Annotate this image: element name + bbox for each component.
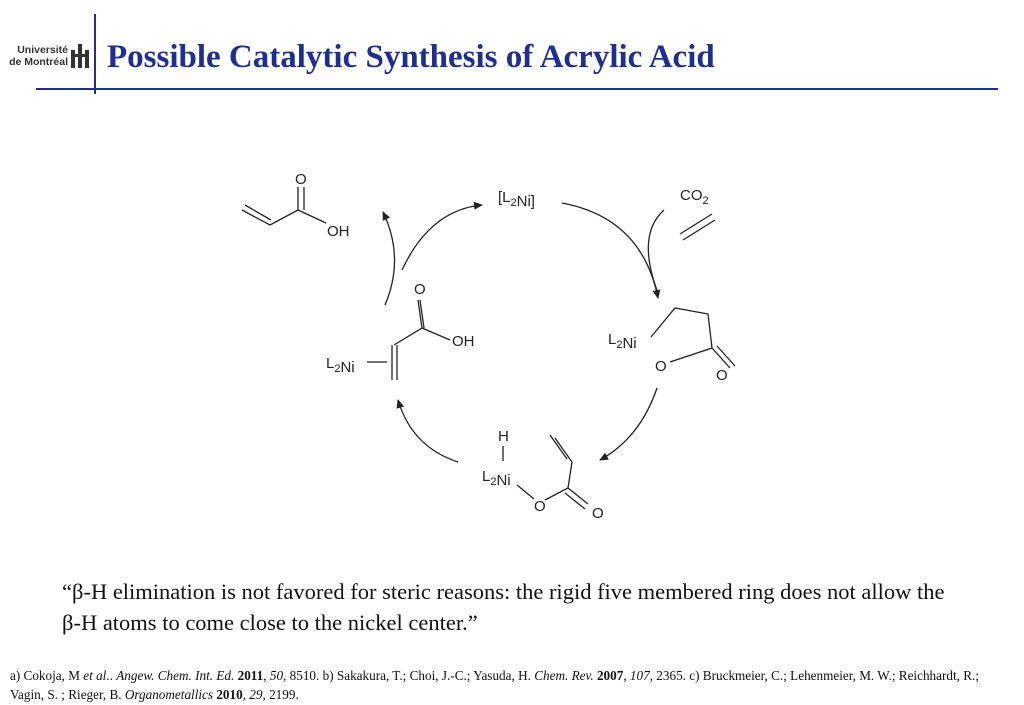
ref-a-year: 2011	[237, 668, 264, 683]
quote-beta-2: β	[62, 610, 74, 635]
ref-c-journal: Organometallics	[124, 687, 214, 702]
arrow-complex-to-catalyst	[401, 201, 483, 271]
catalyst-label: [L2Ni]	[498, 189, 535, 210]
co2-label: CO2	[680, 187, 709, 207]
ref-b-pages: , 2365.	[649, 668, 690, 683]
quote-part-2: -H atoms to come close to the nickel cen…	[73, 610, 478, 635]
hydride-h: H	[498, 428, 509, 445]
ref-c-volume: 29	[249, 687, 263, 702]
hydride-ni-label: L2Ni	[482, 468, 511, 489]
acrylic-acid-carbonyl-o: O	[295, 171, 307, 188]
quote-part-1: -H elimination is not favored for steric…	[83, 579, 945, 604]
arrow-catalyst-to-lactone	[561, 202, 661, 299]
quote-open-mark: “	[62, 579, 72, 604]
complex-carbonyl-o: O	[414, 281, 426, 298]
quote-text: “β-H elimination is not favored for ster…	[62, 576, 962, 638]
acrylic-acid-oh: OH	[327, 223, 350, 240]
acrylate-carbonyl-o: O	[592, 505, 604, 522]
logo-line-2: de Montréal	[9, 56, 68, 68]
references: a) Cokoja, M et al.. Angew. Chem. Int. E…	[10, 668, 979, 702]
ref-a-separator: .	[109, 668, 117, 683]
university-crest-icon	[71, 44, 89, 68]
ref-b-authors: b) Sakakura, T.; Choi, J.-C.; Yasuda, H.	[322, 668, 535, 683]
arrow-hydride-to-complex	[396, 399, 459, 463]
nickelalactone	[650, 307, 736, 369]
arrow-lactone-to-hydride	[599, 387, 658, 461]
arrow-product-out	[382, 211, 396, 306]
complex-oh: OH	[452, 333, 475, 350]
ref-a-authors: a) Cokoja, M	[10, 668, 84, 683]
logo-line-1: Université	[17, 44, 68, 56]
ref-a-etal: et al.	[83, 668, 110, 683]
ref-c-authors: c) Bruckmeier, C.; Lehenmeier, M. W.; Re…	[10, 668, 979, 702]
complex-ni-label: L2Ni	[326, 355, 355, 376]
lactone-ring-o: O	[655, 358, 667, 375]
ref-a-journal: Angew. Chem. Int. Ed.	[116, 668, 235, 683]
acrylic-acid-product	[241, 187, 327, 226]
ref-c-year: 2010	[216, 687, 243, 702]
ref-a-pages: , 8510.	[283, 668, 323, 683]
header-vertical-rule	[94, 14, 96, 94]
acrylate-ester-o: O	[534, 498, 546, 515]
universite-de-montreal-logo: Université de Montréal	[6, 40, 89, 76]
ref-a-volume: 50	[269, 668, 284, 683]
catalytic-cycle-scheme: O OH [L2Ni] CO2 L2Ni O O H L2Ni O O O OH…	[241, 171, 736, 522]
lactone-ni-label: L2Ni	[608, 331, 637, 352]
lactone-carbonyl-o: O	[716, 367, 728, 384]
ref-b-year: 2007	[596, 668, 624, 683]
header-horizontal-rule	[36, 88, 998, 90]
nickel-hydride-acrylate	[502, 434, 589, 510]
nickel-acrylic-acid-complex	[367, 299, 451, 380]
ref-c-pages: , 2199.	[262, 687, 299, 702]
slide-title: Possible Catalytic Synthesis of Acrylic …	[107, 39, 715, 75]
ref-b-journal: Chem. Rev.	[534, 668, 594, 683]
quote-beta-1: β	[72, 579, 84, 604]
ref-b-volume: 107	[629, 668, 650, 683]
ethylene-reagent	[679, 213, 716, 241]
arrow-co2-in	[647, 209, 665, 294]
